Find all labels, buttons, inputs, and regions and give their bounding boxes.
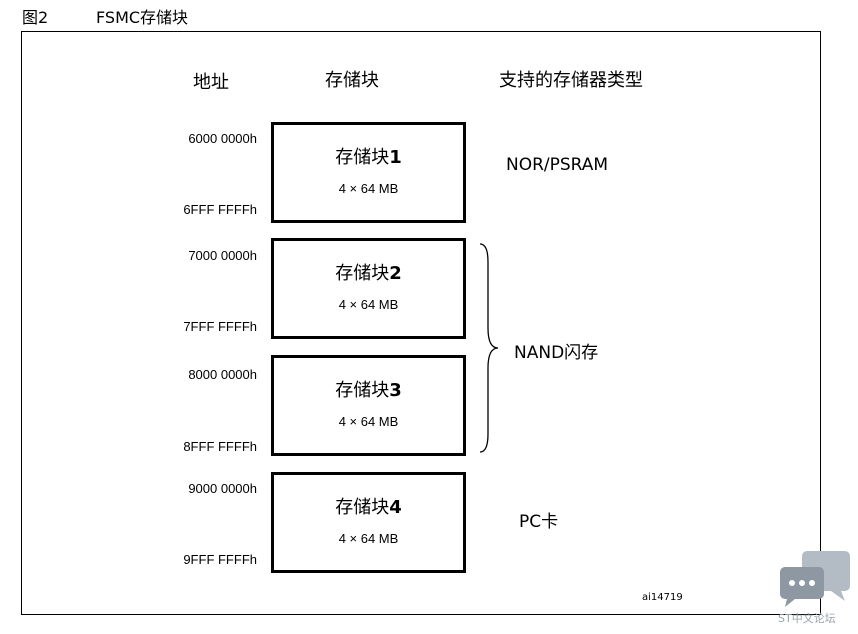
figure-reference: ai14719: [642, 592, 683, 603]
bank-1-size: 4 × 64 MB: [338, 181, 399, 196]
bank4-start-address: 9000 0000h: [188, 481, 257, 496]
bank-3-box: 存储块3 4 × 64 MB: [271, 355, 466, 456]
bank1-end-address: 6FFF FFFFh: [183, 202, 257, 217]
bank3-end-address: 8FFF FFFFh: [183, 439, 257, 454]
bank-4-size: 4 × 64 MB: [338, 531, 399, 546]
header-address: 地址: [193, 72, 229, 93]
chat-bubble-icon: [780, 551, 850, 607]
bank-2-title: 存储块2: [335, 263, 402, 284]
figure-title: FSMC存储块: [96, 8, 189, 27]
bank-2-box: 存储块2 4 × 64 MB: [271, 238, 466, 339]
bank-1-box: 存储块1 4 × 64 MB: [271, 122, 466, 223]
bank1-start-address: 6000 0000h: [188, 131, 257, 146]
bank3-start-address: 8000 0000h: [188, 367, 257, 382]
memory-type-pc-card: PC卡: [519, 512, 559, 532]
figure-label: 图2: [22, 8, 49, 27]
watermark-text: ST中文论坛: [778, 612, 836, 625]
bank2-start-address: 7000 0000h: [188, 248, 257, 263]
header-bank: 存储块: [325, 70, 379, 91]
header-memory-type: 支持的存储器类型: [499, 70, 643, 91]
bank-1-title: 存储块1: [335, 147, 402, 168]
bank-3-title: 存储块3: [335, 380, 402, 401]
bank-3-size: 4 × 64 MB: [338, 414, 399, 429]
bank2-end-address: 7FFF FFFFh: [183, 319, 257, 334]
curly-brace: [479, 243, 499, 453]
memory-type-nor-psram: NOR/PSRAM: [506, 155, 609, 175]
diagram-frame: [21, 31, 821, 615]
memory-type-nand: NAND闪存: [514, 343, 599, 363]
bank-4-title: 存储块4: [335, 497, 402, 518]
bank-2-size: 4 × 64 MB: [338, 297, 399, 312]
bank4-end-address: 9FFF FFFFh: [183, 552, 257, 567]
bank-4-box: 存储块4 4 × 64 MB: [271, 472, 466, 573]
